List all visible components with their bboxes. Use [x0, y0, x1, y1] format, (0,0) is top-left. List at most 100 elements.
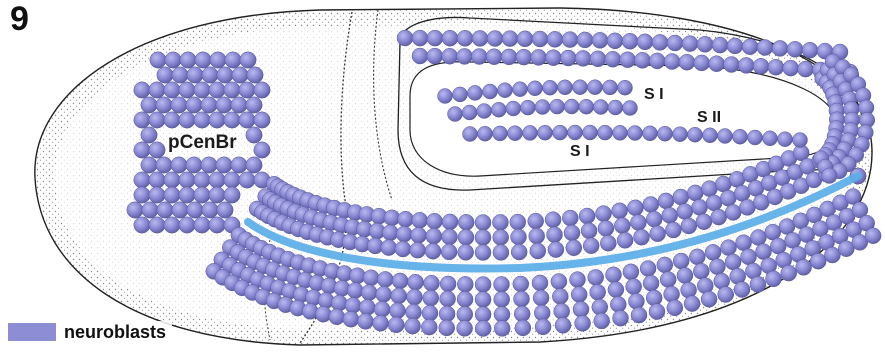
- neuroblast-ventral-cord: [515, 320, 531, 336]
- neuroblast-germ-band-loop: [590, 51, 606, 67]
- neuroblast-ventral-cord: [640, 261, 656, 277]
- neuroblast-germ-band-loop: [763, 131, 778, 146]
- neuroblast-brain: [141, 157, 157, 173]
- neuroblast-ventral-cord: [579, 208, 595, 224]
- neuroblast-ventral-cord: [571, 287, 587, 303]
- neuroblast-brain: [224, 187, 240, 203]
- neuroblast-brain: [209, 172, 225, 188]
- label-pcenbr: pCenBr: [168, 132, 237, 153]
- neuroblast-brain: [216, 157, 232, 173]
- neuroblast-germ-band-loop: [538, 125, 553, 140]
- neuroblast-posterior-curve: [822, 168, 838, 184]
- neuroblast-germ-band-loop: [531, 49, 547, 65]
- neuroblast-brain: [164, 172, 180, 188]
- neuroblast-germ-band-loop: [723, 57, 739, 73]
- neuroblast-ventral-cord: [392, 273, 408, 289]
- neuroblast-ventral-cord: [696, 214, 712, 230]
- figure-number: 9: [10, 2, 29, 36]
- neuroblast-ventral-cord: [646, 211, 662, 227]
- neuroblast-germ-band-loop: [550, 99, 565, 114]
- neuroblast-ventral-cord: [865, 228, 881, 244]
- neuroblast-germ-band-loop: [457, 48, 473, 64]
- neuroblast-germ-band-loop: [483, 84, 498, 99]
- neuroblast-germ-band-loop: [535, 100, 550, 115]
- neuroblast-ventral-cord: [548, 242, 564, 258]
- neuroblast-ventral-cord: [736, 235, 752, 251]
- neuroblast-germ-band-loop: [608, 100, 623, 115]
- neuroblast-brain: [217, 67, 233, 83]
- neuroblast-germ-band-loop: [607, 33, 623, 49]
- neuroblast-ventral-cord: [494, 320, 510, 336]
- neuroblast-germ-band-loop: [703, 128, 718, 143]
- neuroblast-brain: [157, 67, 173, 83]
- neuroblast-ventral-cord: [598, 220, 614, 236]
- neuroblast-ventral-cord: [785, 232, 801, 248]
- neuroblast-germ-band-loop: [463, 127, 478, 142]
- neuroblast-germ-band-loop: [768, 59, 784, 75]
- neuroblast-brain: [134, 187, 150, 203]
- neuroblast-brain: [179, 172, 195, 188]
- neuroblast-ventral-cord: [702, 181, 718, 197]
- neuroblast-ventral-cord: [566, 240, 582, 256]
- neuroblast-brain: [247, 67, 263, 83]
- neuroblast-germ-band-loop: [778, 132, 793, 147]
- neuroblast-germ-band-loop: [562, 32, 578, 48]
- neuroblast-ventral-cord: [590, 284, 606, 300]
- neuroblast-ventral-cord: [458, 244, 474, 260]
- neuroblast-ventral-cord: [425, 243, 441, 259]
- neuroblast-ventral-cord: [709, 259, 725, 275]
- neuroblast-brain: [164, 112, 180, 128]
- neuroblast-brain: [194, 82, 210, 98]
- neuroblast-brain: [150, 52, 166, 68]
- neuroblast-germ-band-loop: [787, 41, 803, 57]
- neuroblast-ventral-cord: [475, 307, 491, 323]
- neuroblast-brain: [194, 172, 210, 188]
- neuroblast-germ-band-loop: [793, 133, 808, 148]
- neuroblast-ventral-cord: [329, 309, 345, 325]
- neuroblast-ventral-cord: [529, 228, 545, 244]
- neuroblast-germ-band-loop: [471, 49, 487, 65]
- neuroblast-germ-band-loop: [664, 54, 680, 70]
- neuroblast-ventral-cord: [667, 300, 683, 316]
- neuroblast-ventral-cord: [494, 306, 510, 322]
- neuroblast-ventral-cord: [439, 320, 455, 336]
- label-segment-s1-lower: S I: [570, 143, 590, 160]
- neuroblast-germ-band-loop: [593, 100, 608, 115]
- neuroblast-brain: [231, 157, 247, 173]
- neuroblast-ventral-cord: [657, 257, 673, 273]
- neuroblast-germ-band-loop: [523, 125, 538, 140]
- neuroblast-germ-band-loop: [598, 125, 613, 140]
- neuroblast-germ-band-loop: [798, 61, 814, 77]
- neuroblast-ventral-cord: [359, 299, 375, 315]
- neuroblast-germ-band-loop: [472, 30, 488, 46]
- neuroblast-ventral-cord: [343, 311, 359, 327]
- neuroblast-ventral-cord: [725, 204, 741, 220]
- neuroblast-brain: [127, 202, 143, 218]
- neuroblast-ventral-cord: [398, 211, 414, 227]
- neuroblast-ventral-cord: [610, 296, 626, 312]
- neuroblast-ventral-cord: [475, 215, 491, 231]
- neuroblast-germ-band-loop: [491, 102, 506, 117]
- neuroblast-ventral-cord: [439, 306, 455, 322]
- neuroblast-ventral-cord: [766, 271, 782, 287]
- neuroblast-ventral-cord: [692, 199, 708, 215]
- neuroblast-ventral-cord: [331, 295, 347, 311]
- neuroblast-germ-band-loop: [438, 89, 453, 104]
- neuroblast-ventral-cord: [408, 274, 424, 290]
- neuroblast-germ-band-loop: [506, 101, 521, 116]
- neuroblast-germ-band-loop: [652, 34, 668, 50]
- neuroblast-ventral-cord: [665, 222, 681, 238]
- neuroblast-germ-band-loop: [649, 53, 665, 69]
- neuroblast-ventral-cord: [551, 274, 567, 290]
- neuroblast-ventral-cord: [810, 253, 826, 269]
- neuroblast-germ-band-loop: [508, 126, 523, 141]
- neuroblast-ventral-cord: [721, 240, 737, 256]
- neuroblast-brain: [179, 112, 195, 128]
- neuroblast-ventral-cord: [630, 215, 646, 231]
- neuroblast-ventral-cord: [315, 306, 331, 322]
- neuroblast-germ-band-loop: [577, 32, 593, 48]
- neuroblast-brain: [225, 52, 241, 68]
- neuroblast-ventral-cord: [689, 249, 705, 265]
- neuroblast-germ-band-loop: [667, 35, 683, 51]
- neuroblast-ventral-cord: [643, 275, 659, 291]
